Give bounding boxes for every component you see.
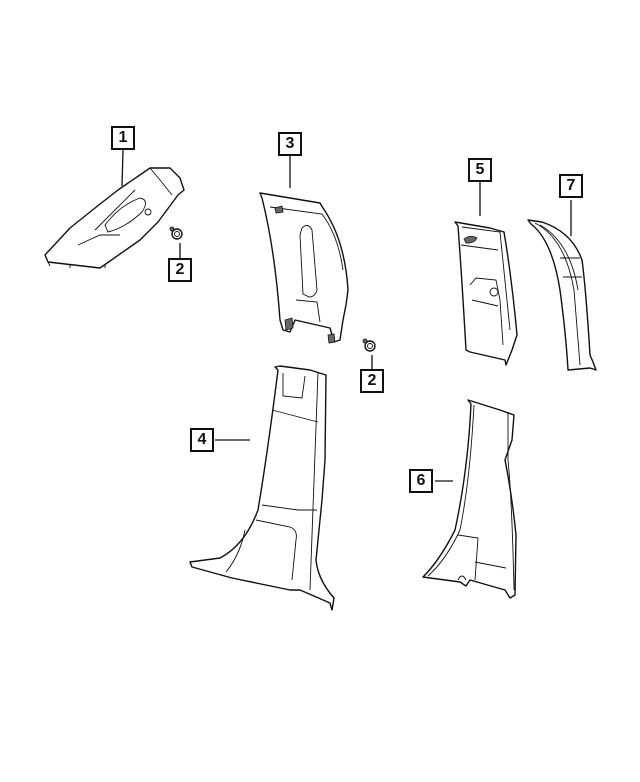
part-7-d-pillar-trim (527, 219, 597, 371)
fastener-clip-icon (362, 338, 376, 352)
part-5-c-pillar-upper-trim (454, 221, 518, 366)
part-4-b-pillar-lower-trim (189, 365, 335, 611)
callout-4: 4 (190, 428, 214, 452)
callout-6: 6 (409, 469, 433, 493)
callout-2: 2 (168, 258, 192, 282)
callout-2-secondary: 2 (360, 369, 384, 393)
callout-5: 5 (468, 158, 492, 182)
part-1-a-pillar-trim (44, 167, 185, 269)
part-3-b-pillar-upper-trim (259, 192, 349, 344)
callout-7: 7 (559, 174, 583, 198)
fastener-clip-icon (169, 226, 183, 240)
callout-3: 3 (278, 132, 302, 156)
callout-1: 1 (111, 126, 135, 150)
part-6-c-pillar-lower-trim (422, 399, 517, 599)
